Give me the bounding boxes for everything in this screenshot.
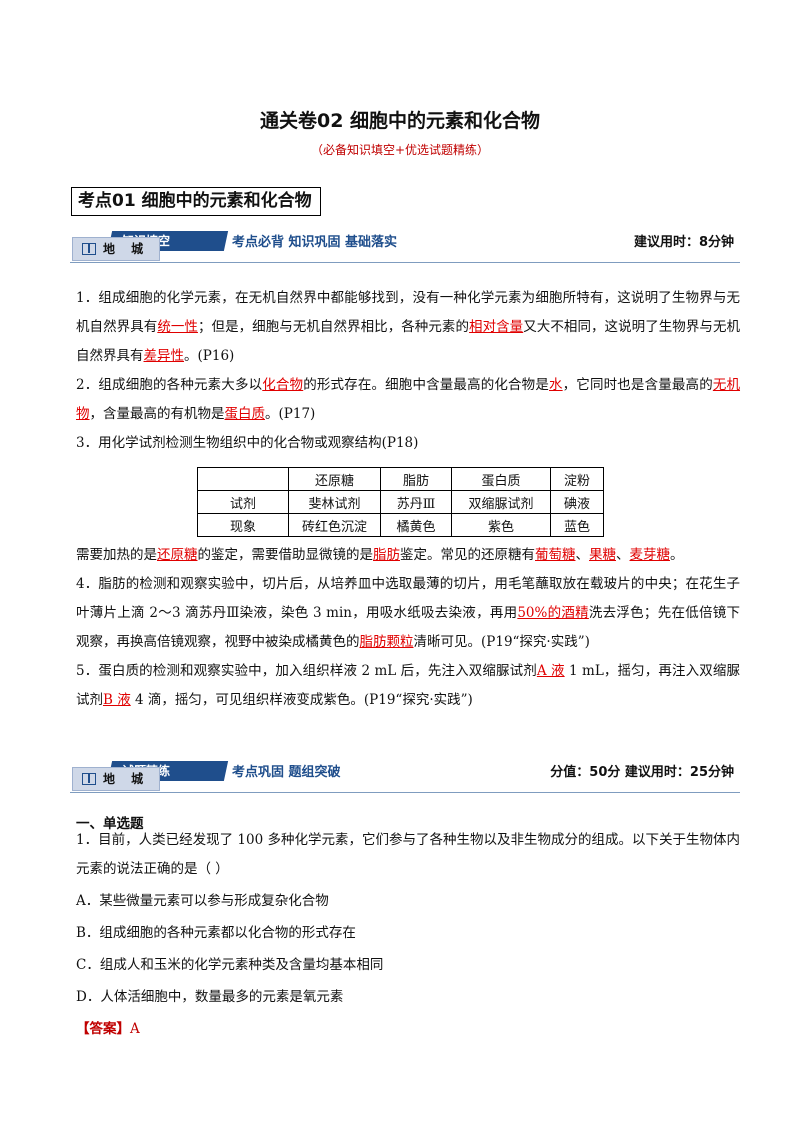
table-cell: 淀粉 [550,467,604,491]
tag-light-label: 地 城 [103,772,150,786]
section-slogan: 考点巩固 题组突破 [232,765,341,780]
book-icon [82,243,96,255]
item-5-text-d: 4 滴，摇匀，可见组织样液变成紫色。(P19“探究·实践”) [130,692,473,708]
item-2: 2．组成细胞的各种元素大多以化合物的形式存在。细胞中含量最高的化合物是水，它同时… [76,371,740,429]
tag-light-tab: 地 城 [72,237,160,261]
section-header-practice: 试题精练 地 城 考点巩固 题组突破 分值：50分 建议用时：25分钟 [70,759,740,793]
knowledge-paragraphs-2: 需要加热的是还原糖的鉴定，需要借助显微镜的是脂肪鉴定。常见的还原糖有葡萄糖、果糖… [76,541,740,715]
question-1: 1．目前，人类已经发现了 100 多种化学元素，它们参与了各种生物以及非生物成分… [76,826,740,1044]
blank-answer: 水 [549,377,563,393]
table-row: 试剂 斐林试剂 苏丹Ⅲ 双缩脲试剂 碘液 [197,490,604,514]
blank-answer: 50%的酒精 [517,605,589,621]
item-1-text-e: 。(P16) [184,348,235,364]
blank-answer: 麦芽糖 [629,547,671,563]
table-cell: 碘液 [550,490,604,514]
option-c: C．组成人和玉米的化学元素种类及含量均基本相同 [76,957,384,973]
blank-answer: A 液 [536,663,565,679]
section-slogan: 考点必背 知识巩固 基础落实 [232,235,398,250]
section-tag: 试题精练 地 城 [70,761,229,791]
table-row: 还原糖 脂肪 蛋白质 淀粉 [197,467,604,491]
item-3-note: 需要加热的是还原糖的鉴定，需要借助显微镜的是脂肪鉴定。常见的还原糖有葡萄糖、果糖… [76,541,740,570]
item-3: 3．用化学试剂检测生物组织中的化合物或观察结构(P18) [76,435,419,451]
item-2-text-d: ，它同时也是含量最高的 [562,377,713,393]
table-cell: 双缩脲试剂 [451,490,551,514]
suggested-time: 建议用时：8分钟 [633,235,734,250]
item-5: 5．蛋白质的检测和观察实验中，加入组织样液 2 mL 后，先注入双缩脲试剂A 液… [76,657,740,715]
item-4: 4．脂肪的检测和观察实验中，切片后，从培养皿中选取最薄的切片，用毛笔蘸取放在载玻… [76,570,740,657]
table-cell: 苏丹Ⅲ [380,490,452,514]
document-subtitle: （必备知识填空+优选试题精练） [310,143,490,157]
table-cell: 橘黄色 [380,513,452,537]
option-b: B．组成细胞的各种元素都以化合物的形式存在 [76,925,356,941]
blank-answer: 脂肪 [373,547,400,563]
separator: 、 [575,547,590,563]
section-underline [70,792,740,793]
blank-answer: 相对含量 [469,319,524,335]
tag-light-tab: 地 城 [72,767,160,791]
table-cell: 蛋白质 [451,467,551,491]
item-1: 1．组成细胞的化学元素，在无机自然界中都能够找到，没有一种化学元素为细胞所特有，… [76,284,740,371]
blank-answer: 还原糖 [157,547,198,563]
item-4-text-c: 洗去浮色；先在低倍镜下观察，再换高倍镜观察，视野中被染成橘黄色的 [76,605,740,650]
blank-answer: 蛋白质 [224,406,266,422]
item-1-text-a: 1．组成细胞的化学元素，在无机自然界中都能够找到，没有一种化学元素为细胞所特有，… [76,290,740,335]
item-1-text-c: ；但是，细胞与无机自然界相比，各种元素的 [197,319,470,335]
knowledge-paragraphs-1: 1．组成细胞的化学元素，在无机自然界中都能够找到，没有一种化学元素为细胞所特有，… [76,284,740,458]
kaodian-title-box: 考点01 细胞中的元素和化合物 [71,187,321,216]
separator: 、 [616,547,630,563]
option-a: A．某些微量元素可以参与形成复杂化合物 [76,893,329,909]
item-4-text-d: 清晰可见。(P19“探究·实践”) [413,634,590,650]
item-3b-text-c: 的鉴定，需要借助显微镜的是 [197,547,374,563]
blank-answer: B 液 [103,692,131,708]
item-3b-text-d: 鉴定。常见的还原糖有 [400,547,535,563]
item-4-text-a: 4．脂肪的检测和观察实验中，切片后，从培养皿中选取最薄的切片，用毛笔蘸取放在载玻… [76,576,740,621]
table-cell: 脂肪 [380,467,452,491]
table-cell: 斐林试剂 [288,490,381,514]
blank-answer: 化合物 [262,377,304,393]
table-cell: 现象 [197,513,289,537]
item-3b-text-e: 。 [670,547,684,563]
table-cell: 蓝色 [550,513,604,537]
item-3b-text-a: 需要加热的是 [76,547,157,563]
answer-value: A [130,1021,140,1037]
blank-answer: 脂肪颗粒 [359,634,414,650]
item-2-text-c: 的形式存在。细胞中含量最高的化合物是 [303,377,549,393]
table-cell [197,467,289,491]
item-2-text-e: ，含量最高的有机物是 [89,406,225,422]
section-underline [70,262,740,263]
blank-answer: 果糖 [589,547,616,563]
answer-label: 【答案】 [76,1021,130,1037]
document-title: 通关卷02 细胞中的元素和化合物 [259,110,541,132]
score-and-time: 分值：50分 建议用时：25分钟 [550,765,734,780]
tag-light-label: 地 城 [103,242,150,256]
section-header-knowledge: 知识填空 地 城 考点必背 知识巩固 基础落实 建议用时：8分钟 [70,229,740,263]
question-stem: 1．目前，人类已经发现了 100 多种化学元素，它们参与了各种生物以及非生物成分… [76,832,740,877]
item-5-text-c: 1 mL，摇匀，再注入双缩脲试剂 [76,663,741,708]
book-icon [82,773,96,785]
reagent-table: 还原糖 脂肪 蛋白质 淀粉 试剂 斐林试剂 苏丹Ⅲ 双缩脲试剂 碘液 现象 砖红… [197,467,604,537]
table-cell: 试剂 [197,490,289,514]
question-type-heading: 一、单选题 [76,816,144,832]
answer-line: 【答案】A [76,1015,740,1044]
item-1-text-d: 又大不相同，这说明了生物界与无机自然界具有 [76,319,741,364]
blank-answer: 差异性 [143,348,185,364]
blank-answer: 无机物 [76,377,741,422]
item-2-text-f: 。(P17) [265,406,316,422]
table-row: 现象 砖红色沉淀 橘黄色 紫色 蓝色 [197,513,604,537]
blank-answer: 统一性 [157,319,198,335]
option-d: D．人体活细胞中，数量最多的元素是氧元素 [76,989,344,1005]
table-cell: 紫色 [451,513,551,537]
table-cell: 还原糖 [288,467,381,491]
blank-answer: 葡萄糖 [535,547,576,563]
item-5-text-a: 5．蛋白质的检测和观察实验中，加入组织样液 2 mL 后，先注入双缩脲试剂 [76,663,537,679]
item-2-text-a: 2．组成细胞的各种元素大多以 [76,377,263,393]
table-cell: 砖红色沉淀 [288,513,381,537]
section-tag: 知识填空 地 城 [70,231,229,261]
